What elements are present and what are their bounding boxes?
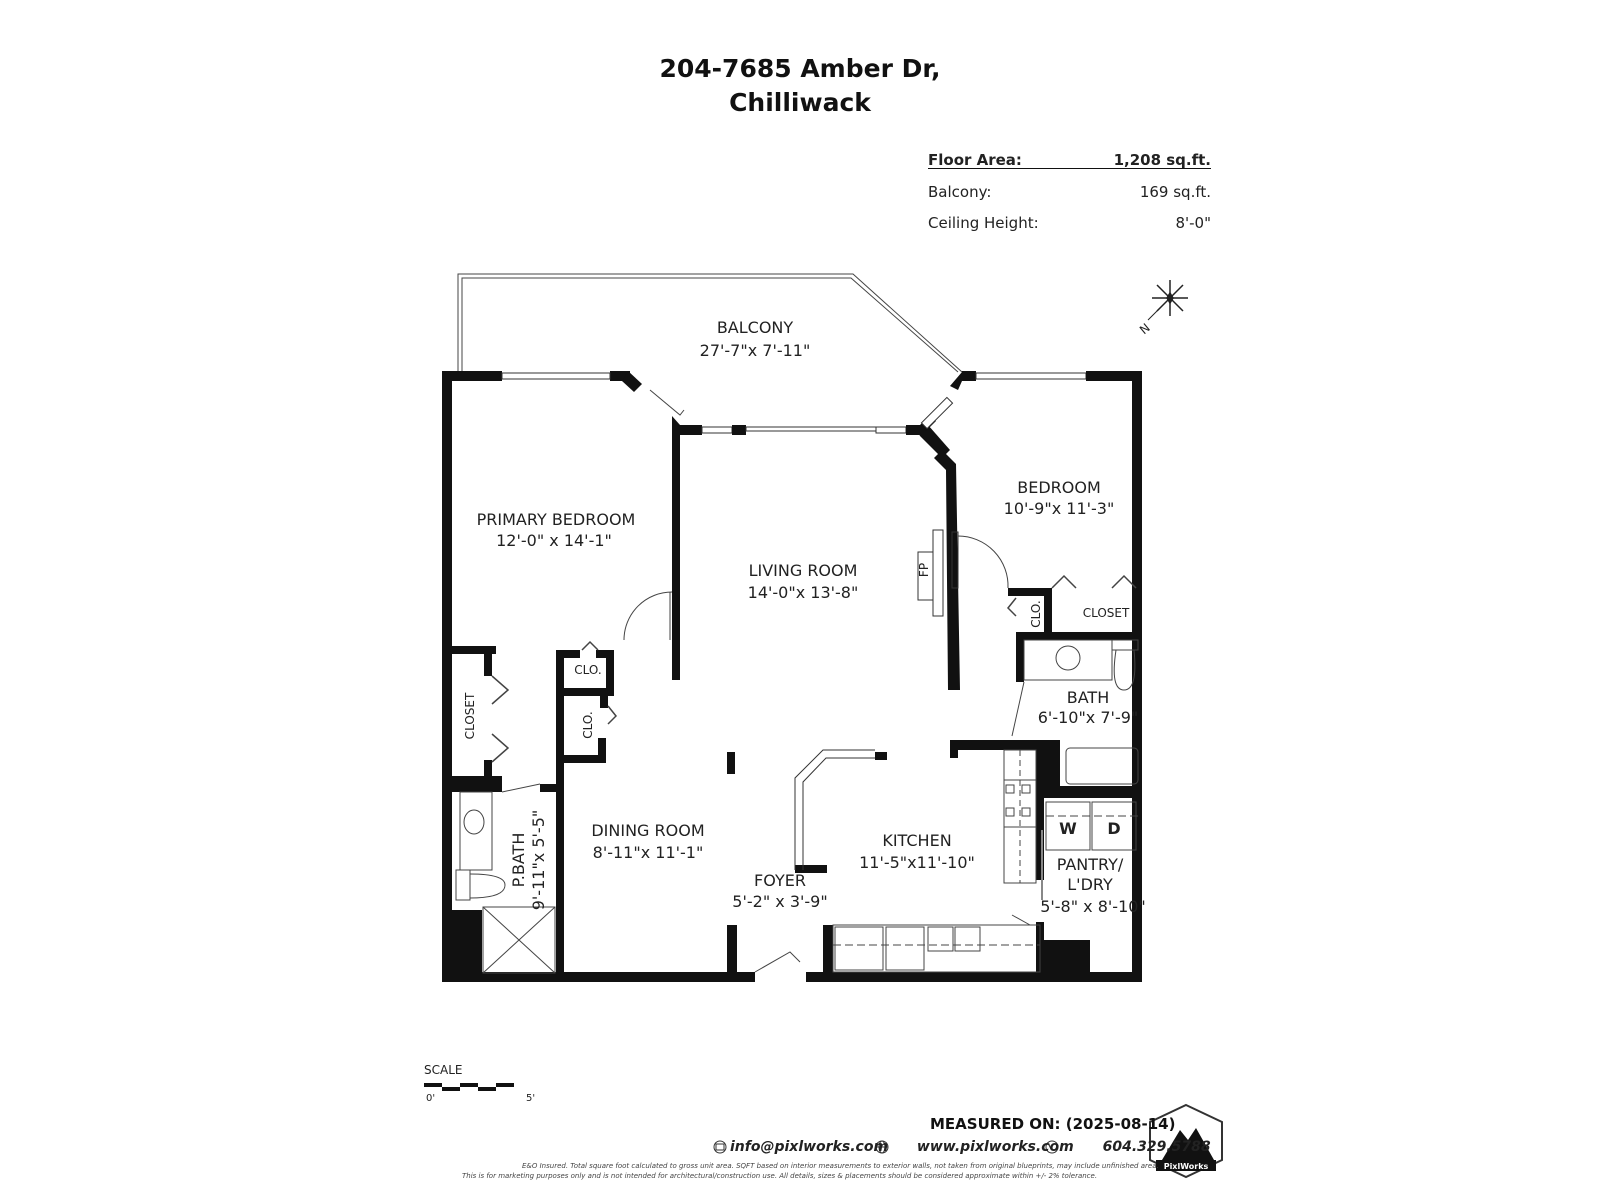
closet-left-label: CLOSET	[463, 692, 477, 739]
clo-label-1: CLO.	[574, 663, 601, 677]
logo-text: PixlWorks	[1164, 1162, 1209, 1171]
interior-walls	[452, 588, 1142, 980]
door-bath	[1011, 681, 1025, 737]
shower-icon	[482, 906, 556, 974]
washer-label: W	[1059, 819, 1077, 838]
p-bath-dims: 9'-11"x 5'-5"	[529, 810, 548, 911]
primary-bedroom-dims: 12'-0" x 14'-1"	[496, 531, 612, 550]
fireplace-label: FP	[917, 563, 931, 577]
pantry-name-line2: L'DRY	[1067, 875, 1113, 894]
pixlworks-logo-icon	[1149, 1103, 1223, 1179]
closet-doors	[491, 574, 1137, 763]
washer-icon	[1045, 801, 1091, 851]
stove-icon	[1005, 784, 1031, 817]
p-bath-sink-icon	[463, 809, 485, 835]
primary-bedroom-name: PRIMARY BEDROOM	[477, 510, 636, 529]
globe-icon	[875, 1140, 889, 1154]
floor-area-row: Floor Area: 1,208 sq.ft.	[928, 151, 1211, 169]
bedroom-name: BEDROOM	[1017, 478, 1101, 497]
bath-fixtures	[455, 639, 1139, 974]
website-link[interactable]: www.pixlworks.com	[916, 1139, 1074, 1155]
kitchen-name: KITCHEN	[882, 831, 951, 850]
balcony-dims: 27'-7"x 7'-11"	[700, 341, 811, 360]
clo-label-3: CLO.	[1029, 600, 1043, 627]
address-line-1: 204-7685 Amber Dr,	[659, 54, 941, 83]
dishwasher-icon	[885, 926, 925, 971]
compass-icon	[1147, 280, 1188, 321]
balcony-value: 169 sq.ft.	[1139, 183, 1211, 201]
kitchen-counters	[832, 749, 1041, 973]
dining-room-name: DINING ROOM	[591, 821, 704, 840]
disclaimer-line-1: E&O Insured. Total square foot calculate…	[522, 1162, 1159, 1170]
p-bath-name: P.BATH	[509, 833, 528, 888]
floor-area-value: 1,208 sq.ft.	[1113, 151, 1211, 169]
p-bath-toilet-icon	[469, 873, 506, 899]
door-p-bath	[501, 783, 541, 793]
compass-north-label: N	[1137, 321, 1153, 337]
scale-title: SCALE	[424, 1063, 463, 1077]
fridge-icon	[834, 926, 884, 971]
fireplace-icon	[917, 529, 959, 617]
pantry-dims: 5'-8" x 8'-10"	[1040, 897, 1146, 916]
balcony-label: Balcony:	[928, 183, 992, 201]
pantry-name-line1: PANTRY/	[1057, 855, 1124, 874]
measured-on: MEASURED ON: (2025-08-14)	[930, 1115, 1176, 1133]
balcony-row: Balcony: 169 sq.ft.	[928, 183, 1211, 214]
bath-name: BATH	[1067, 688, 1109, 707]
bathtub-icon	[1065, 747, 1139, 785]
clo-label-2: CLO.	[581, 711, 595, 738]
kitchen-island	[794, 749, 875, 870]
phone-icon	[1045, 1140, 1059, 1154]
laundry-appliances	[1045, 801, 1140, 851]
closet-right-label: CLOSET	[1083, 606, 1130, 620]
sink-icon	[1055, 645, 1081, 671]
ceiling-row: Ceiling Height: 8'-0"	[928, 214, 1211, 245]
floor-area-label: Floor Area:	[928, 151, 1022, 169]
dryer-label: D	[1107, 819, 1120, 838]
disclaimer-line-2: This is for marketing purposes only and …	[462, 1172, 1098, 1180]
ceiling-value: 8'-0"	[1175, 214, 1211, 232]
scale-start: 0'	[426, 1093, 436, 1104]
ceiling-label: Ceiling Height:	[928, 214, 1039, 232]
living-room-name: LIVING ROOM	[749, 561, 858, 580]
dryer-icon	[1091, 801, 1137, 851]
email-link[interactable]: info@pixlworks.com	[730, 1139, 889, 1155]
contact-line: info@pixlworks.com www.pixlworks.com 604…	[712, 1139, 1217, 1155]
kitchen-sink-icon	[927, 926, 954, 952]
doors	[501, 389, 1043, 973]
foyer-dims: 5'-2" x 3'-9"	[732, 892, 827, 911]
door-bedroom	[957, 535, 1009, 589]
door-balcony	[649, 389, 685, 416]
foyer-name: FOYER	[754, 871, 806, 890]
living-room-dims: 14'-0"x 13'-8"	[748, 583, 859, 602]
balcony-outline	[457, 273, 963, 373]
exterior-walls	[442, 371, 1142, 982]
email-icon	[713, 1140, 727, 1154]
kitchen-dims: 11'-5"x11'-10"	[859, 853, 975, 872]
door-primary-bedroom	[623, 591, 673, 641]
scale-bar	[424, 1083, 514, 1091]
bath-dims: 6'-10"x 7'-9"	[1038, 708, 1139, 727]
door-entry	[754, 951, 801, 973]
balcony-name: BALCONY	[717, 318, 794, 337]
area-summary: Floor Area: 1,208 sq.ft. Balcony: 169 sq…	[928, 151, 1211, 245]
dining-room-dims: 8'-11"x 11'-1"	[593, 843, 704, 862]
bedroom-dims: 10'-9"x 11'-3"	[1004, 499, 1115, 518]
toilet-icon	[1113, 649, 1136, 691]
address-line-2: Chilliwack	[729, 88, 871, 117]
phone-link[interactable]: 604.329.5788	[1102, 1139, 1211, 1155]
scale-end: 5'	[526, 1093, 536, 1104]
